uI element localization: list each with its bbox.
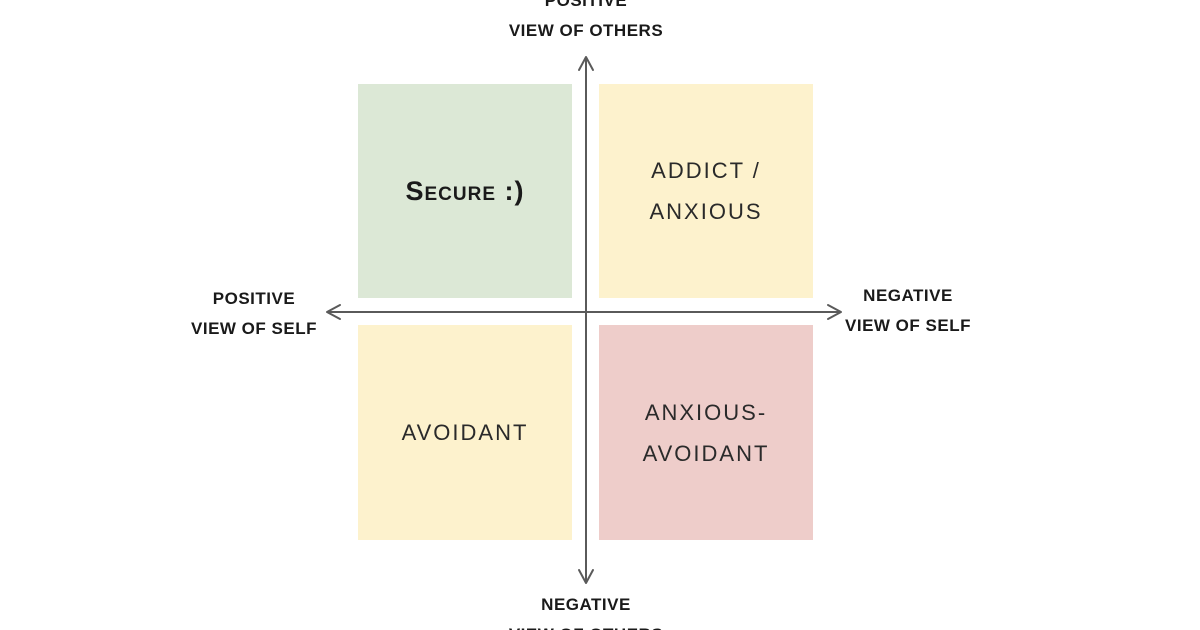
axis-label-left-line1: POSITIVE bbox=[212, 289, 296, 308]
axis-label-right-line2: VIEW OF SELF bbox=[845, 316, 971, 335]
axis-label-top-line1: POSITIVE bbox=[544, 0, 628, 10]
arrowhead-up-icon bbox=[578, 56, 594, 71]
quadrant-avoidant-label: AVOIDANT bbox=[401, 420, 529, 445]
axis-label-left: POSITIVE VIEW OF SELF bbox=[168, 284, 340, 344]
axis-label-left-line2: VIEW OF SELF bbox=[191, 319, 317, 338]
arrowhead-right-icon bbox=[827, 304, 842, 320]
quadrant-anxious-avoidant-label: ANXIOUS- AVOIDANT bbox=[642, 399, 770, 466]
arrowhead-down-icon bbox=[578, 569, 594, 584]
axis-label-top-line2: VIEW OF OTHERS bbox=[508, 21, 664, 40]
arrowhead-left-icon bbox=[326, 304, 341, 320]
quadrant-avoidant: AVOIDANT bbox=[358, 325, 572, 540]
axis-label-bottom-line1: NEGATIVE bbox=[541, 595, 631, 614]
quadrant-secure: Secure :) bbox=[358, 84, 572, 298]
quadrant-addict-anxious: ADDICT / ANXIOUS bbox=[599, 84, 813, 298]
quadrant-secure-label: Secure :) bbox=[405, 175, 525, 206]
axis-label-bottom: NEGATIVE VIEW OF OTHERS bbox=[486, 590, 686, 630]
axis-label-right: NEGATIVE VIEW OF SELF bbox=[830, 281, 986, 341]
axis-label-bottom-line2: VIEW OF OTHERS bbox=[486, 620, 686, 630]
axis-label-top: POSITIVE VIEW OF OTHERS bbox=[486, 0, 686, 46]
axis-label-right-line1: NEGATIVE bbox=[863, 286, 953, 305]
quadrant-addict-anxious-label: ADDICT / ANXIOUS bbox=[649, 158, 763, 224]
quadrant-anxious-avoidant: ANXIOUS- AVOIDANT bbox=[599, 325, 813, 540]
